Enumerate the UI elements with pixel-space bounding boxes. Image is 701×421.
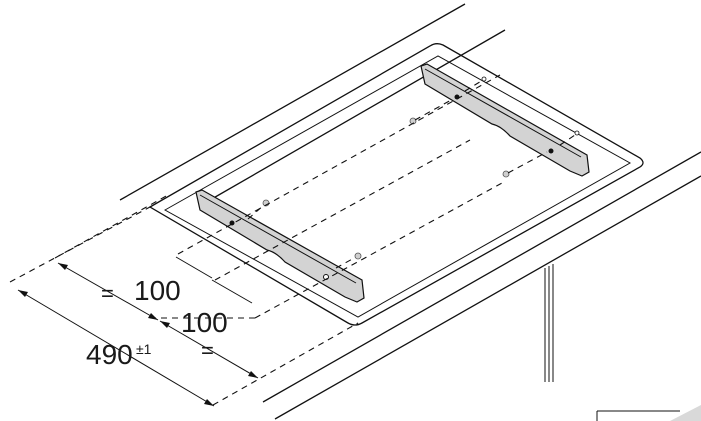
screw-icon bbox=[335, 252, 362, 269]
bottom-right-fragment bbox=[596, 405, 701, 421]
right-mounting-bracket bbox=[420, 63, 590, 177]
overall-dimension-label: 490 bbox=[86, 339, 133, 370]
screw-icon bbox=[502, 151, 548, 178]
countertop-front-edges bbox=[262, 151, 701, 420]
dimension-lines bbox=[17, 256, 259, 407]
screws bbox=[247, 76, 580, 269]
spacing-label-1: 100 bbox=[134, 275, 181, 306]
cabinet-side-panel bbox=[544, 264, 554, 382]
equal-sign-label-1: = bbox=[101, 281, 114, 306]
equal-sign-label-2: = bbox=[201, 338, 214, 363]
screw-icon bbox=[409, 98, 454, 125]
countertop-cutout bbox=[148, 43, 644, 326]
spacing-label-2: 100 bbox=[181, 307, 228, 338]
dimension-labels: = 100 100 = 490 ±1 bbox=[86, 275, 228, 370]
extension-lines bbox=[9, 74, 503, 406]
overall-tolerance-label: ±1 bbox=[136, 341, 152, 357]
bracket-hole-icon bbox=[548, 148, 554, 154]
countertop-back-edges bbox=[119, 3, 506, 201]
